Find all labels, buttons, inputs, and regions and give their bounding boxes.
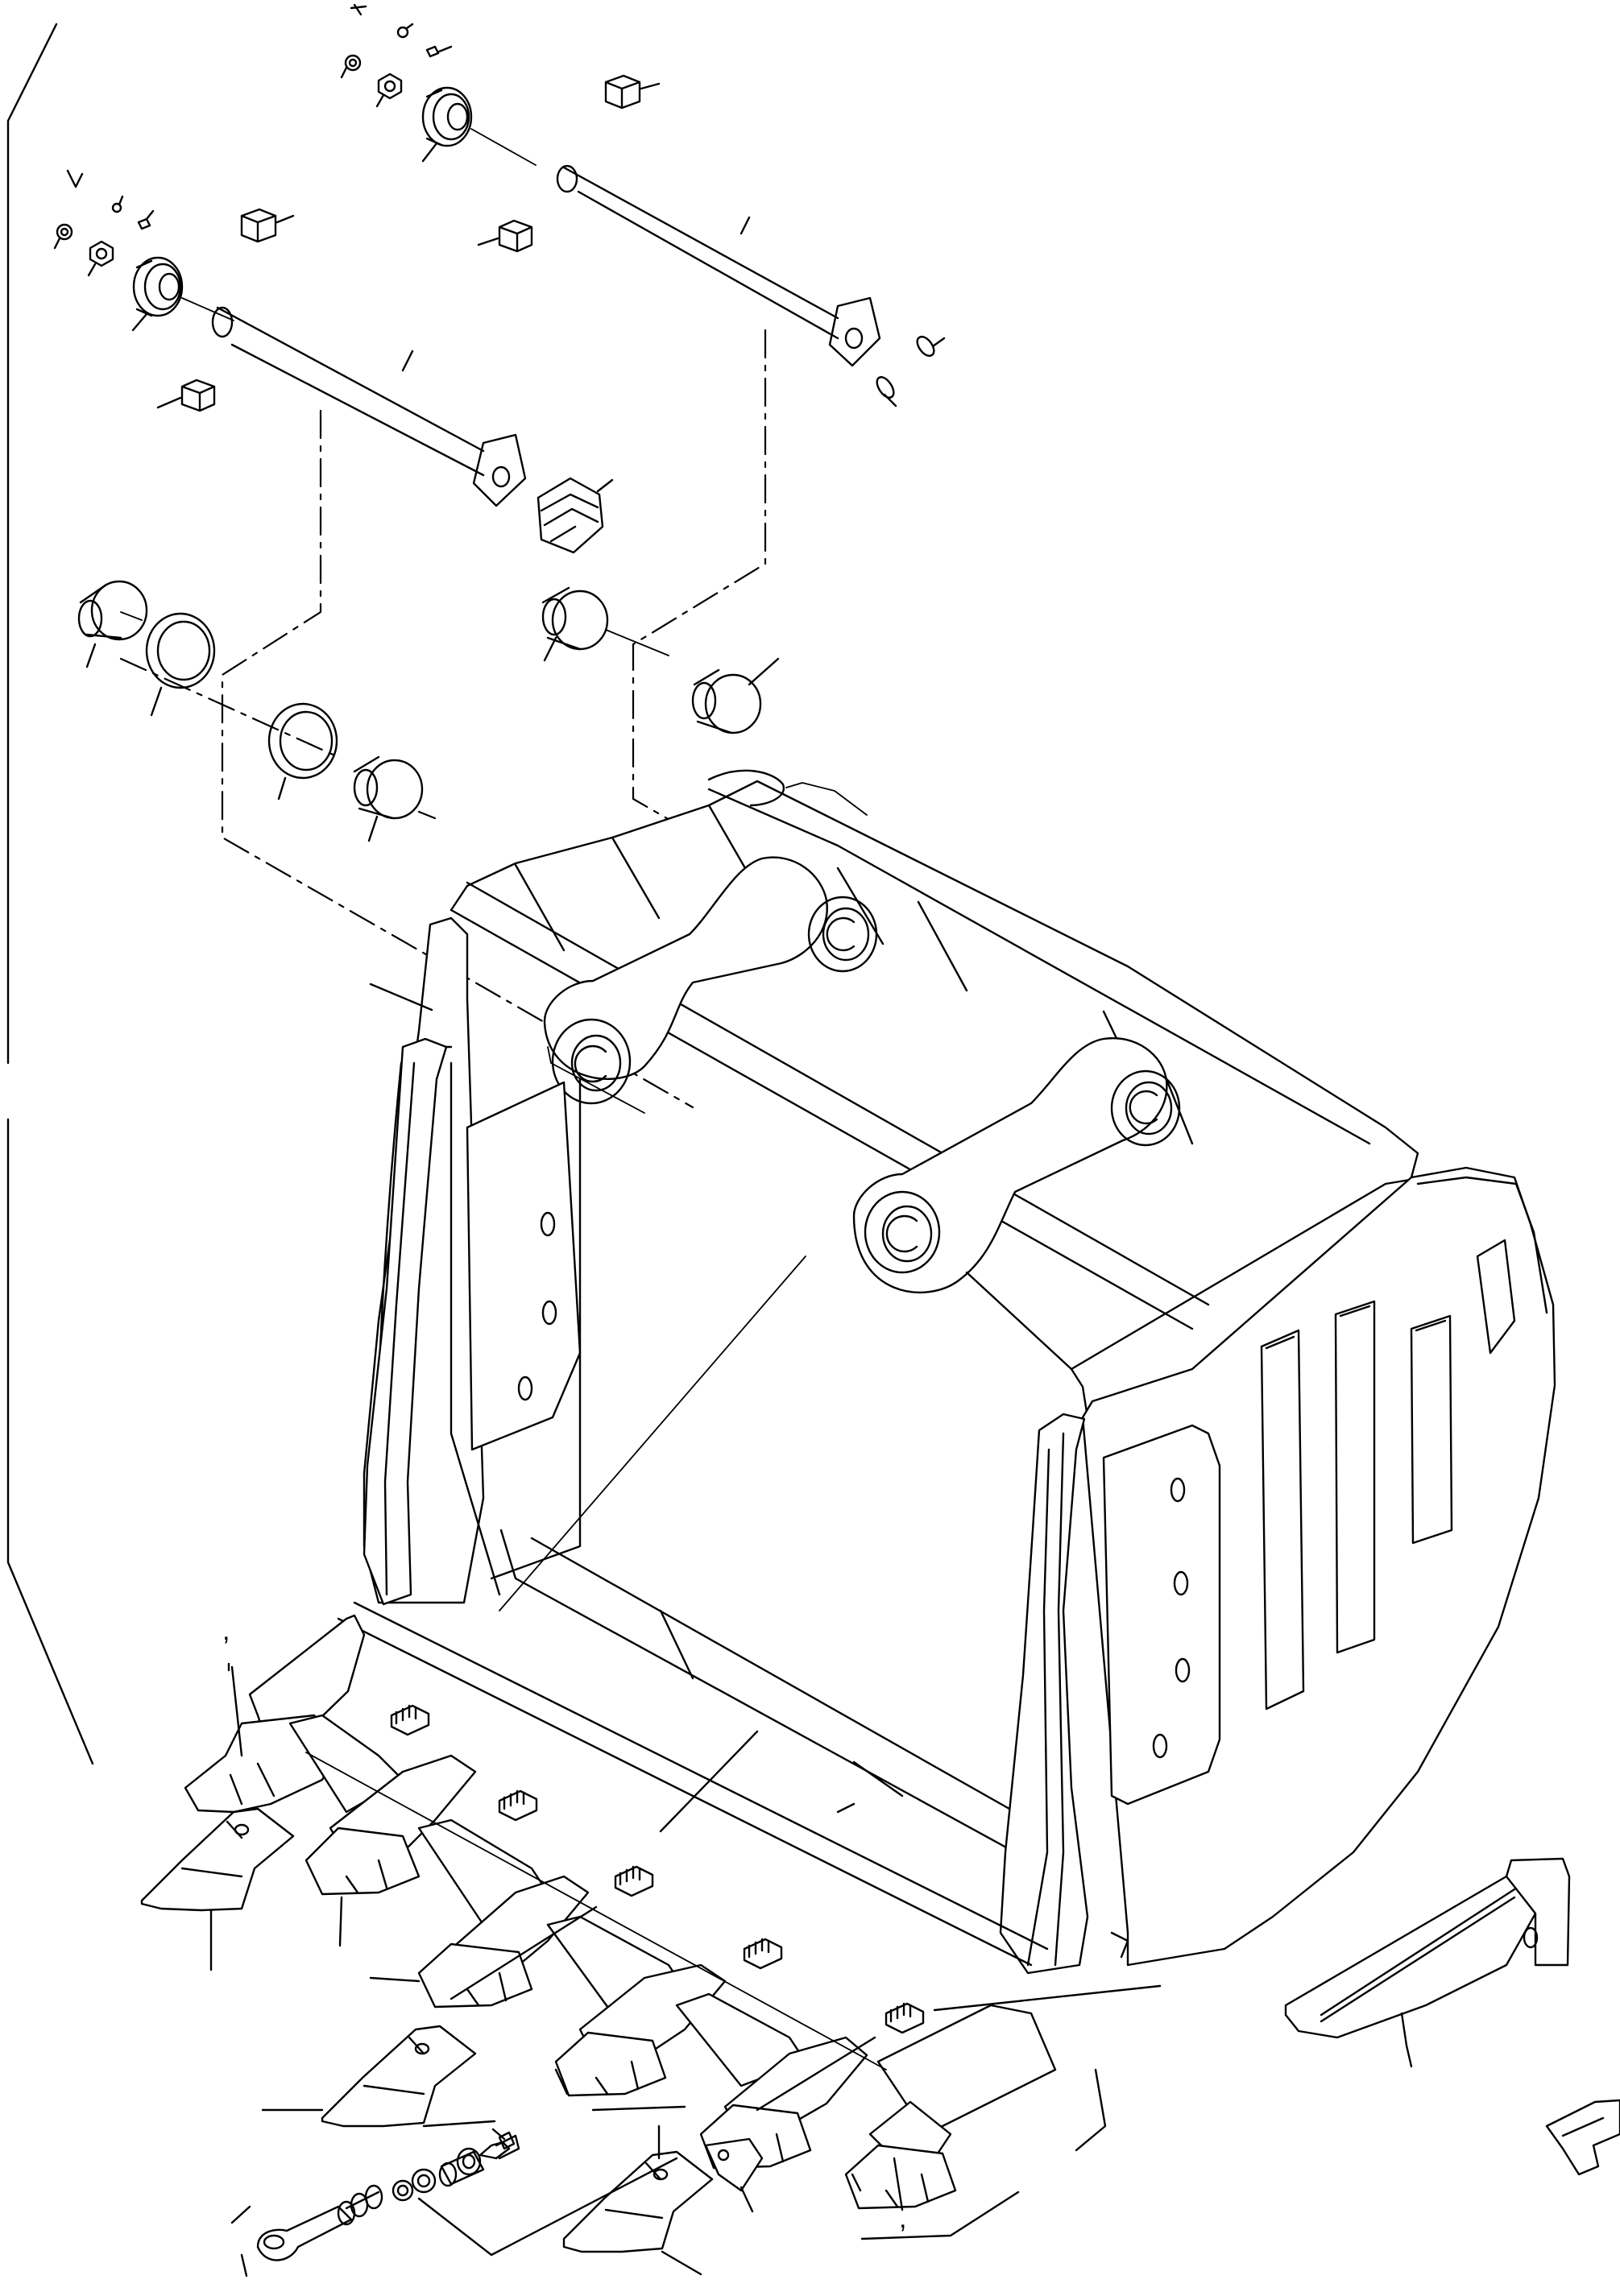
tooth-6-corner: [844, 2004, 1057, 2210]
loose-tooth-1: [140, 1807, 295, 1912]
long-pin-upper: [556, 164, 881, 367]
ring-2: [267, 702, 338, 780]
bushing-2: [353, 755, 424, 820]
lower-pin-assembly: [53, 169, 614, 554]
corner-adapter-right: [1545, 2099, 1620, 2176]
tooth-2: [288, 1714, 477, 1896]
wear-pad-4: [743, 1938, 783, 1970]
bushings-and-rings: [77, 580, 780, 842]
wear-pad-3: [614, 1865, 654, 1897]
collar-lower: [132, 256, 184, 317]
retainer-pin-assembly: [230, 2128, 678, 2277]
ring-1: [145, 612, 216, 689]
spare-tooth-right: [1284, 1857, 1571, 2068]
long-pin-lower: [211, 306, 527, 507]
tooth-4: [546, 1915, 727, 2097]
leader-lines: [369, 983, 1107, 2240]
spacer-block: [537, 477, 604, 554]
loose-tooth-3: [562, 2150, 714, 2253]
bucket-body: [337, 769, 1556, 1975]
mark-comma-1: ,: [222, 1615, 230, 1646]
tooth-5: [675, 1992, 868, 2170]
bolt-small: [350, 3, 367, 16]
upper-pin-assembly: [340, 3, 946, 407]
bushing-3: [541, 586, 609, 651]
loose-tooth-2: [321, 2025, 477, 2128]
teeth-row: [184, 1614, 1162, 2211]
wear-pad-5: [885, 2002, 925, 2034]
bushing-4: [691, 668, 762, 734]
mark-comma-2: ,: [899, 2203, 906, 2234]
collar-upper: [421, 86, 473, 147]
tooth-3: [417, 1818, 590, 2008]
wear-pad-2: [498, 1789, 538, 1822]
bushing-1: [77, 580, 148, 641]
loose-teeth: [140, 1807, 764, 2276]
wear-pad-1: [390, 1704, 430, 1736]
retainer-wedge: [704, 2137, 764, 2192]
frame-border: [6, 23, 94, 1765]
